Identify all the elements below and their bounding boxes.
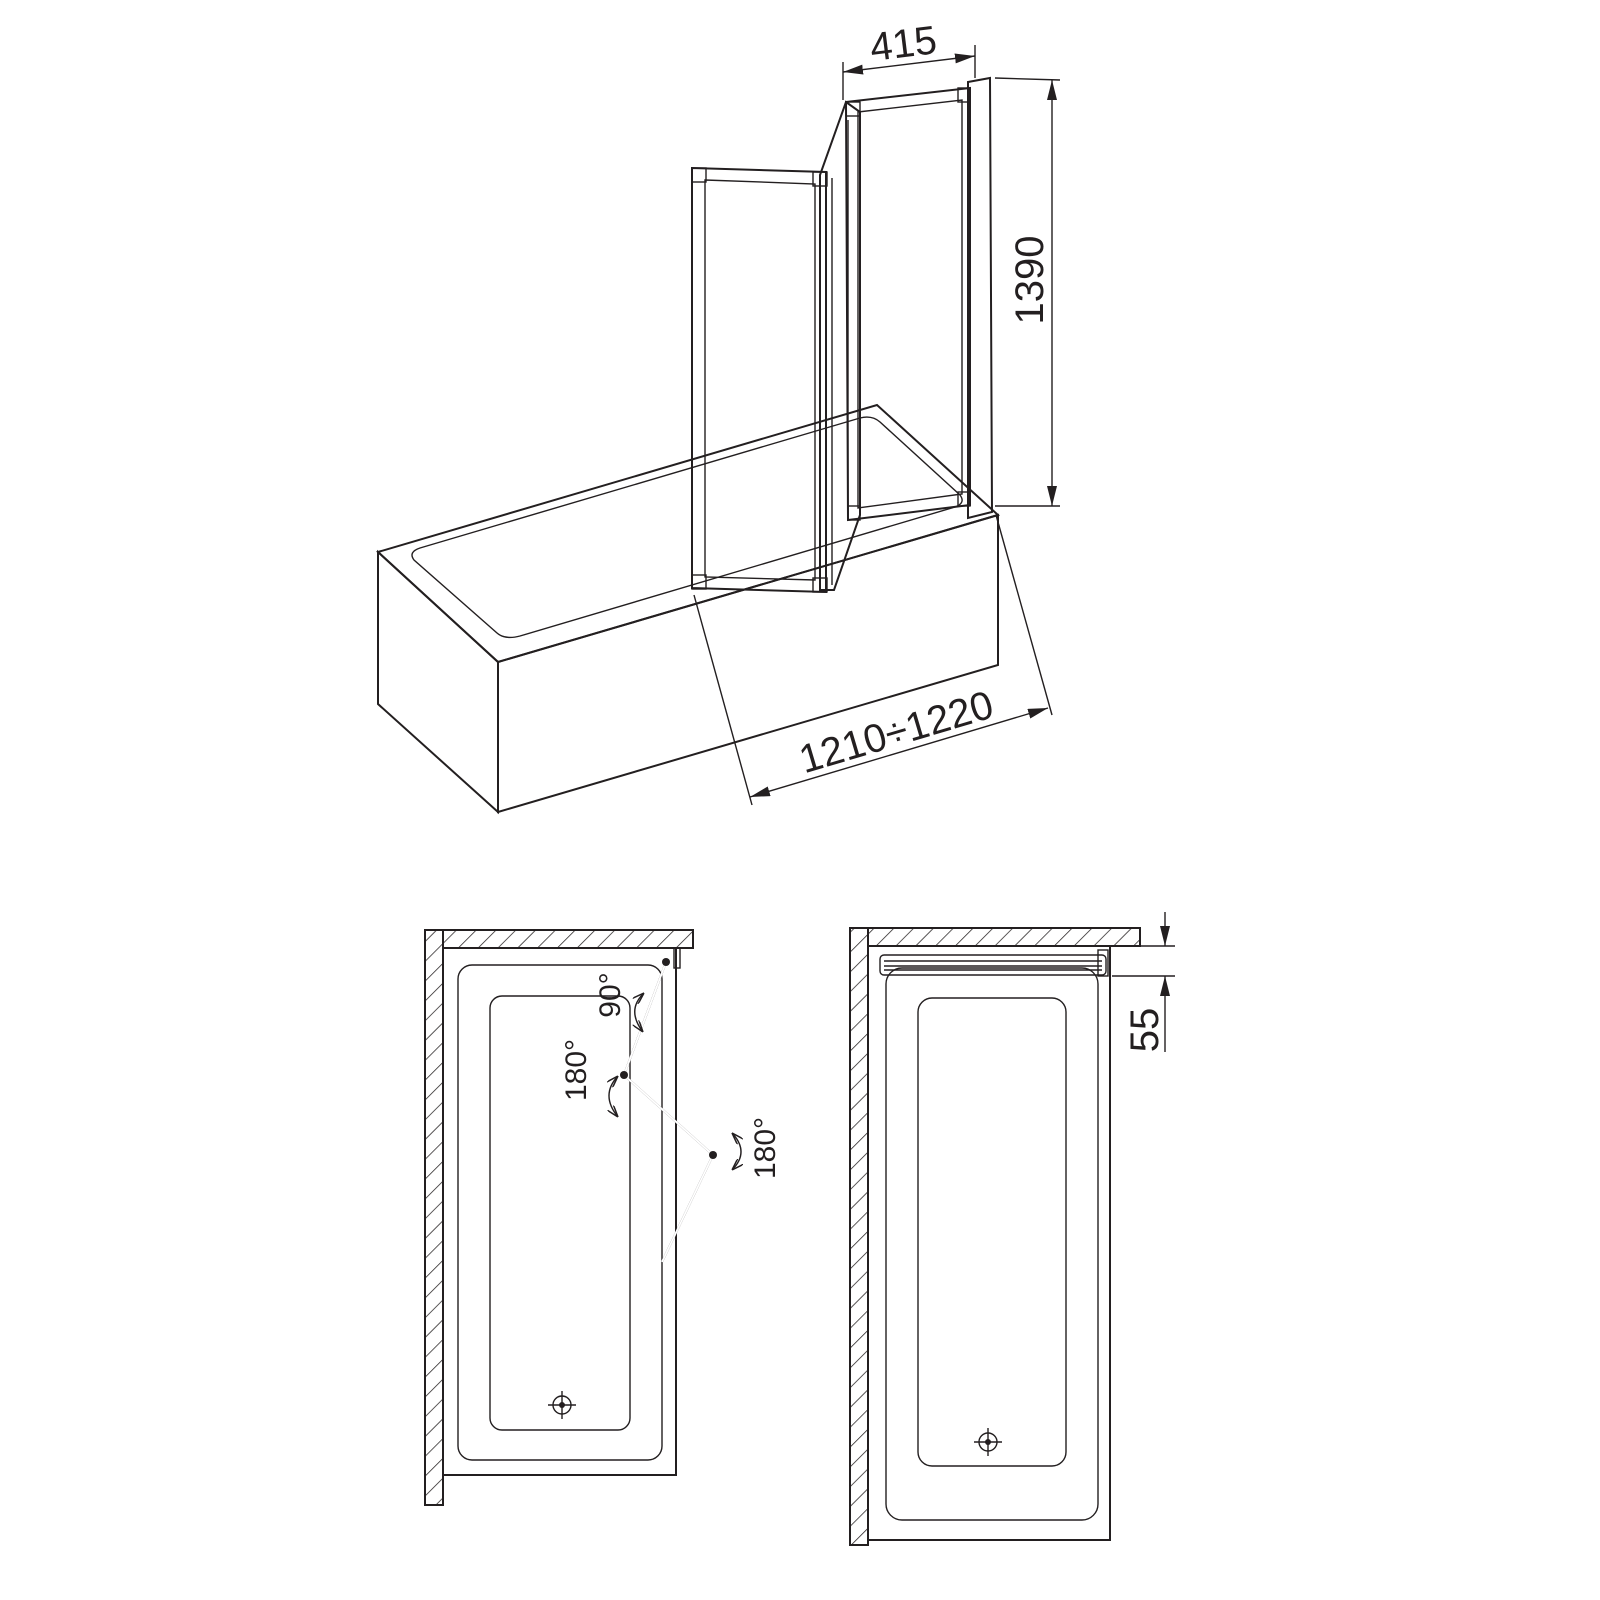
left-panel-frame (691, 166, 827, 594)
dim-label-55: 55 (1123, 1008, 1167, 1053)
plan-view-open: 90° 180° 180° (424, 929, 782, 1506)
angle-label-180-outer: 180° (749, 1117, 782, 1179)
dim-label-415: 415 (868, 18, 940, 70)
tub-basin (917, 997, 1067, 1467)
tub-outline (442, 948, 677, 1476)
wall-top-hatched (442, 929, 694, 949)
angle-label-180-middle: 180° (560, 1039, 593, 1101)
tub-rim (457, 964, 663, 1461)
tub-outline (867, 946, 1111, 1541)
screen-folded (879, 949, 1109, 977)
dimension-415: 415 (842, 18, 976, 100)
bath-screen-isometric (691, 76, 994, 594)
wall-profile (967, 76, 994, 520)
screen-panels-open (620, 958, 717, 1263)
tub-basin (489, 995, 631, 1431)
tub-inner-rim (411, 416, 963, 639)
drain-icon (548, 1391, 576, 1419)
rotate-arrow-icon (635, 993, 644, 1032)
wall-side-hatched (424, 929, 444, 1506)
tub-front-face (497, 513, 999, 814)
plan-view-folded (849, 927, 1141, 1546)
dim-label-1210-1220: 1210÷1220 (794, 683, 998, 782)
drain-icon (974, 1428, 1002, 1456)
tub-rim (885, 967, 1099, 1521)
right-panel-frame (844, 86, 971, 522)
dimension-1390: 1390 (994, 77, 1061, 507)
wall-top-hatched (867, 927, 1141, 947)
angle-label-90: 90° (594, 972, 627, 1017)
rotate-arrow-icon (609, 1076, 618, 1117)
tub-side-face (377, 549, 499, 815)
dimension-55: 55 (1112, 912, 1175, 1052)
wall-side-hatched (849, 927, 869, 1546)
dim-label-1390: 1390 (1008, 236, 1052, 325)
rotate-arrow-icon (732, 1133, 741, 1170)
